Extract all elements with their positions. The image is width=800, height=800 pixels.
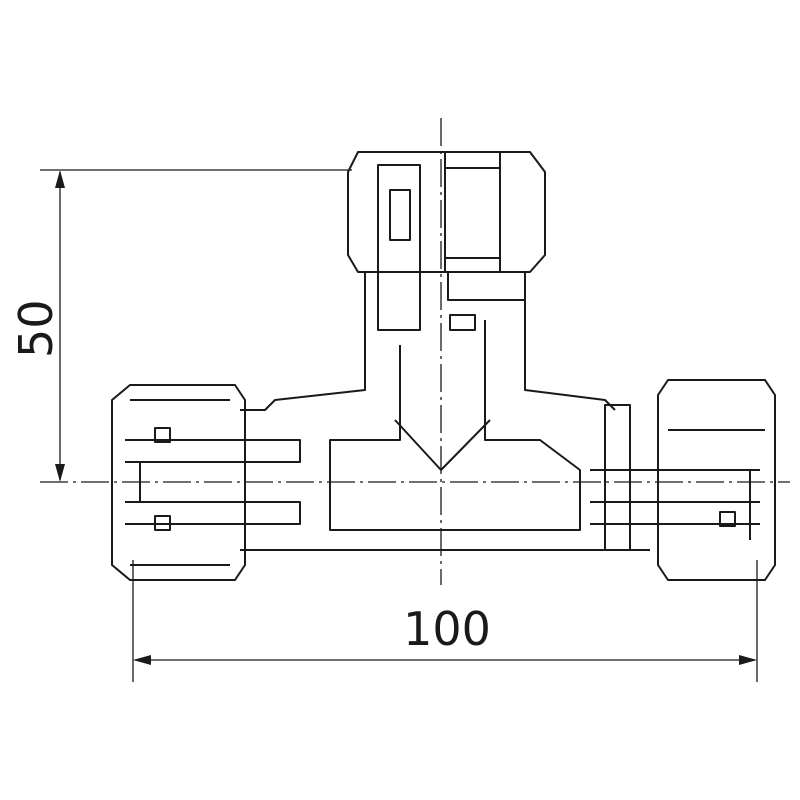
right-nut — [590, 379, 776, 581]
dimension-height-label: 50 — [9, 299, 63, 358]
dimension-width-label: 100 — [403, 602, 491, 656]
left-nut — [111, 384, 301, 581]
top-nut — [347, 151, 546, 331]
dimension-height: 50 — [9, 169, 352, 482]
dimension-width: 100 — [132, 560, 758, 682]
tee-body — [240, 272, 650, 551]
